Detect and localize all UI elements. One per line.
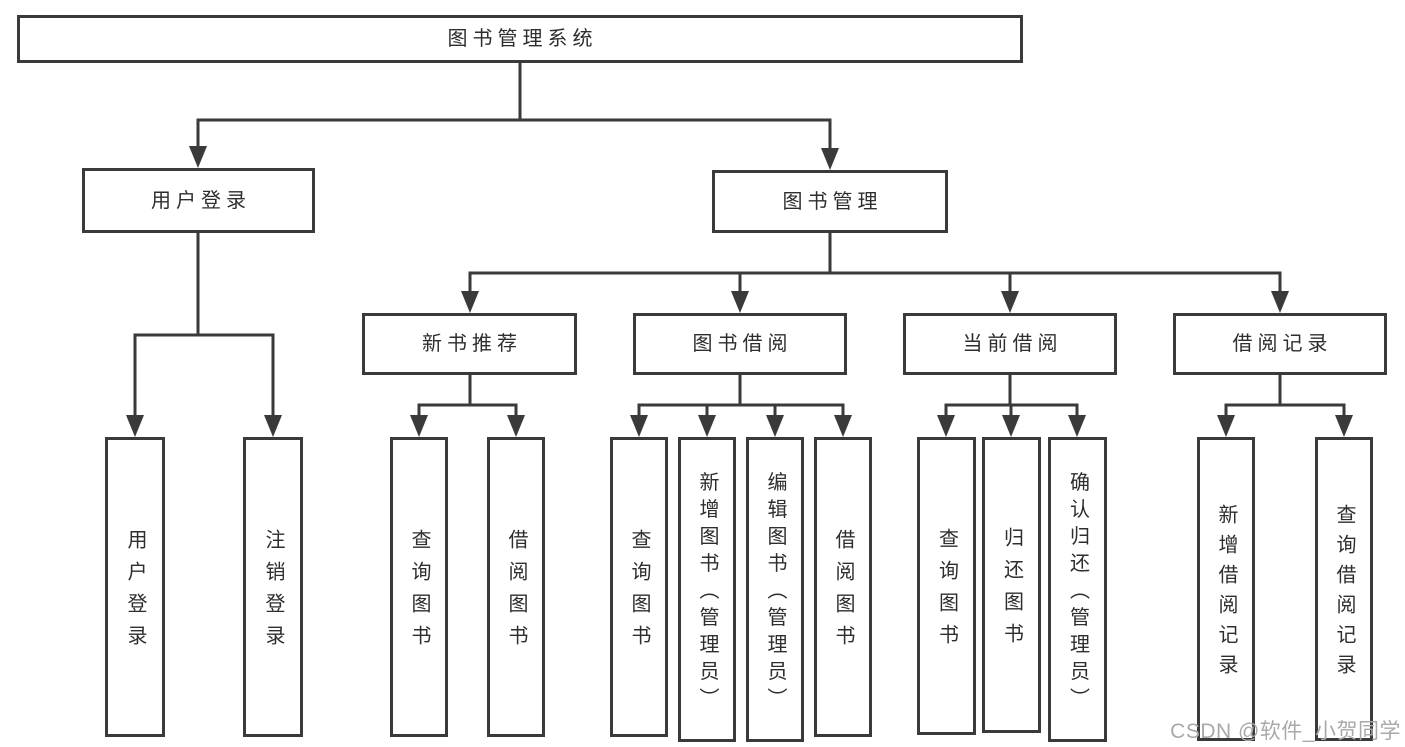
leaf-edit-books-admin: 编辑图书（管理员） — [746, 437, 804, 742]
node-label: 新增借阅记录 — [1215, 504, 1237, 684]
node-label: 图书借阅 — [692, 333, 793, 355]
node-label: 注销登录 — [262, 529, 284, 657]
node-label: 图书管理系统 — [447, 28, 598, 50]
node-label: 用户登录 — [124, 529, 146, 657]
leaf-add-borrow-record: 新增借阅记录 — [1197, 437, 1255, 741]
node-new-book-recommendation: 新书推荐 — [362, 313, 577, 375]
leaf-user-login: 用户登录 — [105, 437, 165, 737]
node-label: 借阅记录 — [1232, 333, 1333, 355]
leaf-borrow-books-recommend: 借阅图书 — [487, 437, 545, 737]
node-current-borrowing: 当前借阅 — [903, 313, 1117, 375]
node-label: 图书管理 — [782, 190, 883, 213]
leaf-query-books-borrowing: 查询图书 — [610, 437, 668, 737]
node-label: 用户登录 — [151, 189, 251, 212]
leaf-logout-login: 注销登录 — [243, 437, 303, 737]
node-label: 编辑图书（管理员） — [764, 471, 786, 715]
leaf-query-books-current: 查询图书 — [917, 437, 976, 735]
node-label: 确认归还（管理员） — [1066, 471, 1089, 715]
node-label: 归还图书 — [1000, 527, 1023, 655]
node-label: 查询借阅记录 — [1333, 504, 1355, 684]
node-label: 新书推荐 — [422, 333, 522, 355]
leaf-borrow-books-borrowing: 借阅图书 — [814, 437, 872, 737]
node-book-borrowing: 图书借阅 — [633, 313, 847, 375]
node-label: 查询图书 — [935, 528, 958, 656]
node-label: 查询图书 — [408, 529, 430, 657]
leaf-confirm-return-admin: 确认归还（管理员） — [1048, 437, 1107, 742]
node-label: 借阅图书 — [832, 529, 854, 657]
leaf-query-borrow-record: 查询借阅记录 — [1315, 437, 1373, 741]
node-user-login: 用户登录 — [82, 168, 315, 233]
leaf-return-books: 归还图书 — [982, 437, 1041, 733]
node-book-management-system: 图书管理系统 — [17, 15, 1023, 63]
csdn-watermark: CSDN @软件_小贺同学 — [1170, 720, 1401, 743]
node-label: 当前借阅 — [962, 333, 1063, 355]
leaf-query-books-recommend: 查询图书 — [390, 437, 448, 737]
leaf-add-books-admin: 新增图书（管理员） — [678, 437, 736, 742]
node-borrowing-records: 借阅记录 — [1173, 313, 1387, 375]
node-label: 查询图书 — [628, 529, 650, 657]
node-label: 新增图书（管理员） — [696, 471, 718, 715]
node-book-management: 图书管理 — [712, 170, 948, 233]
node-label: 借阅图书 — [505, 529, 527, 657]
